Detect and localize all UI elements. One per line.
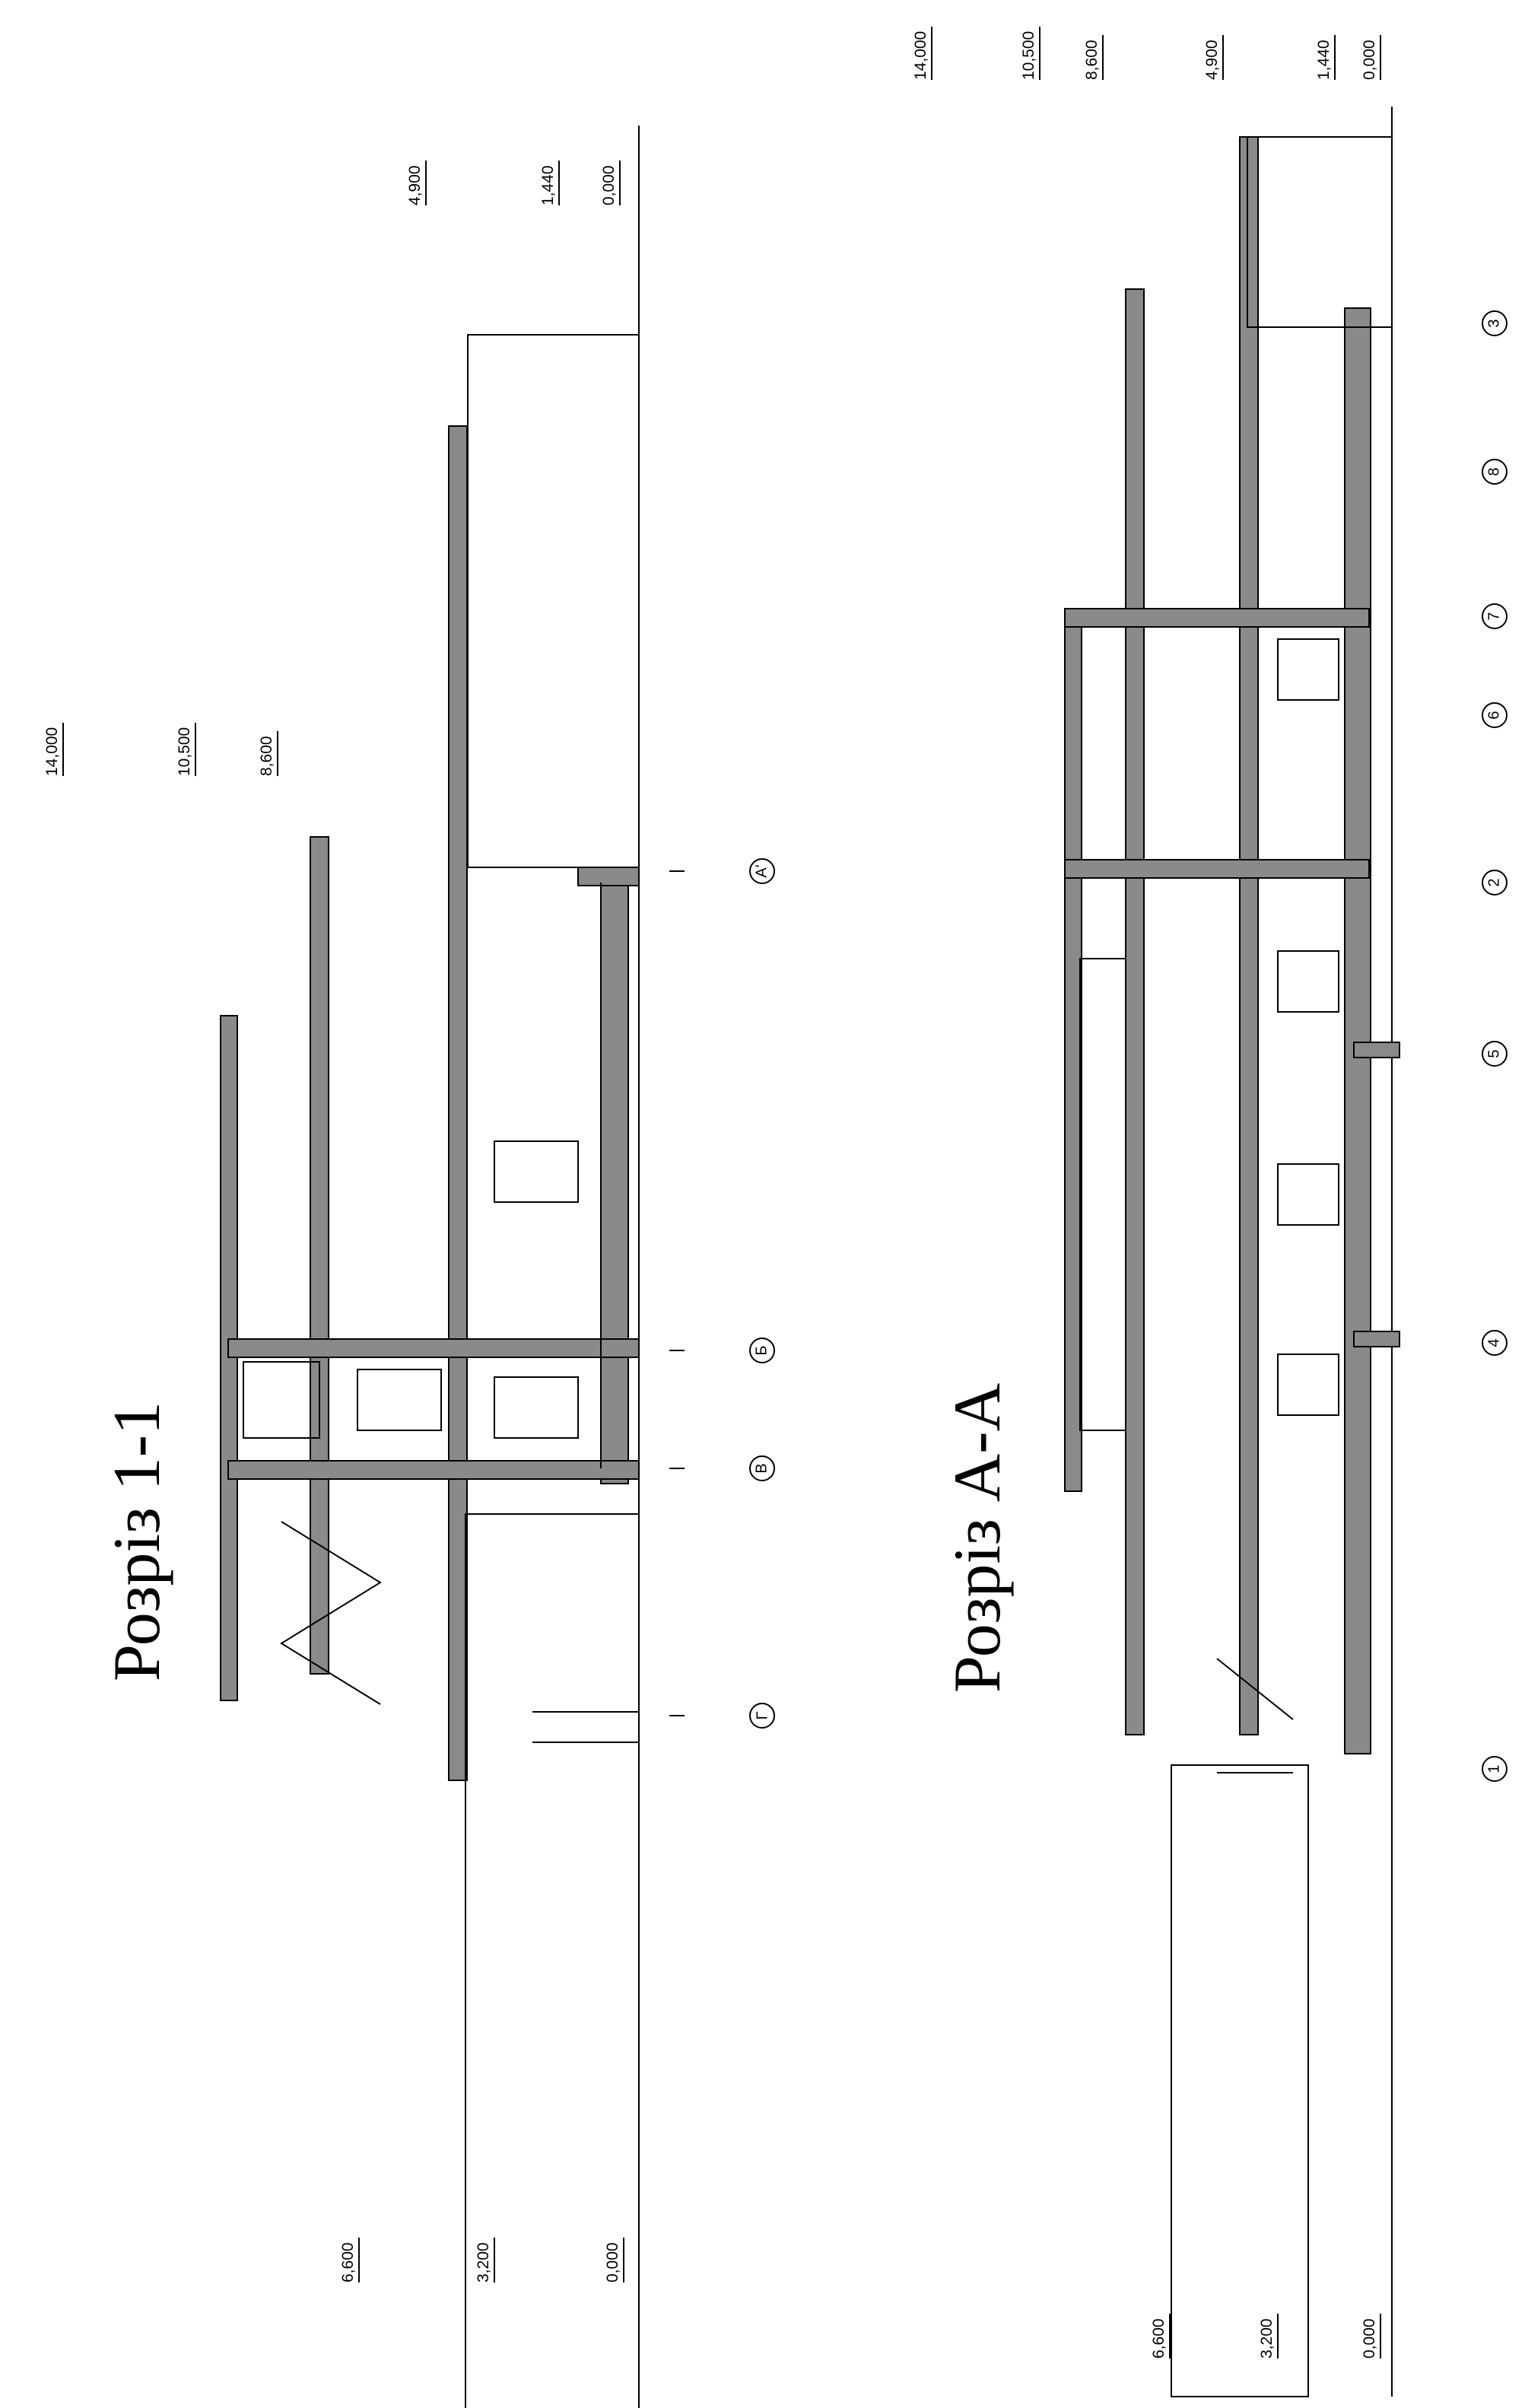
axis-marker: Б: [749, 1338, 775, 1363]
axis-marker: 5: [1482, 1041, 1508, 1067]
axis-marker: 4: [1482, 1330, 1508, 1356]
window: [1277, 950, 1339, 1013]
lower-volume: [1171, 1764, 1309, 2397]
floor-slab: [448, 425, 468, 1781]
axis-marker: В: [749, 1455, 775, 1481]
level-mark: 8,600: [1083, 35, 1104, 80]
level-mark: 3,200: [475, 2238, 495, 2282]
curtain-wall: [1079, 958, 1126, 1431]
wall-cut: [227, 1460, 640, 1480]
level-mark: 3,200: [1258, 2314, 1279, 2359]
axis-marker: 6: [1482, 702, 1508, 728]
level-mark: 1,440: [539, 161, 560, 205]
window: [494, 1376, 579, 1439]
entrance-canopy: [1247, 136, 1393, 328]
lower-volume: [465, 1513, 640, 2408]
level-mark: 14,000: [43, 722, 64, 776]
stair-flight: [1216, 1658, 1294, 1773]
entrance-canopy: [467, 334, 640, 868]
level-mark: 10,500: [176, 722, 196, 776]
wall-cut: [577, 867, 640, 886]
level-mark: 0,000: [604, 2238, 624, 2282]
floor-slab: [1239, 136, 1259, 1735]
level-mark: 6,600: [1150, 2314, 1171, 2359]
window: [494, 1140, 579, 1203]
level-mark: 1,440: [1315, 35, 1336, 80]
window: [243, 1361, 320, 1439]
level-mark: 0,000: [600, 161, 621, 205]
level-mark: 10,500: [1020, 26, 1040, 80]
axis-marker: 2: [1482, 870, 1508, 895]
axis-marker: А': [749, 858, 775, 884]
window: [1277, 1163, 1339, 1226]
section-1-1-drawing: [220, 126, 685, 2408]
axis-marker: 1: [1482, 1756, 1508, 1782]
level-mark: 0,000: [1361, 35, 1381, 80]
axis-marker: 7: [1482, 603, 1508, 629]
window: [1277, 638, 1339, 701]
axis-marker: Г: [749, 1703, 775, 1729]
stair-flight: [280, 1521, 382, 1705]
axis-marker: 3: [1482, 310, 1508, 336]
wall-cut: [227, 1338, 640, 1358]
window: [357, 1369, 442, 1431]
wall-cut: [1064, 608, 1370, 628]
level-mark: 14,000: [912, 26, 932, 80]
level-mark: 4,900: [1203, 35, 1224, 80]
wall-cut: [1353, 1042, 1400, 1058]
floor-slab: [310, 836, 329, 1675]
level-mark: 0,000: [1361, 2314, 1381, 2359]
floor-slab: [600, 867, 629, 1484]
floor-slab: [1125, 288, 1145, 1735]
axis-marker: 8: [1482, 459, 1508, 485]
window: [1277, 1354, 1339, 1416]
section-a-a-title: Розріз А-А: [941, 1382, 1015, 1693]
section-a-a-drawing: [1064, 107, 1400, 2397]
level-mark: 6,600: [339, 2238, 360, 2282]
wall-cut: [1064, 859, 1370, 879]
level-mark: 4,900: [406, 161, 427, 205]
wall-cut: [1353, 1331, 1400, 1347]
roof-slab: [1064, 608, 1082, 1492]
floor-slab: [1344, 307, 1371, 1754]
stair-flight: [532, 1711, 639, 1743]
section-1-1-title: Розріз 1-1: [100, 1401, 174, 1681]
level-mark: 8,600: [258, 731, 278, 776]
